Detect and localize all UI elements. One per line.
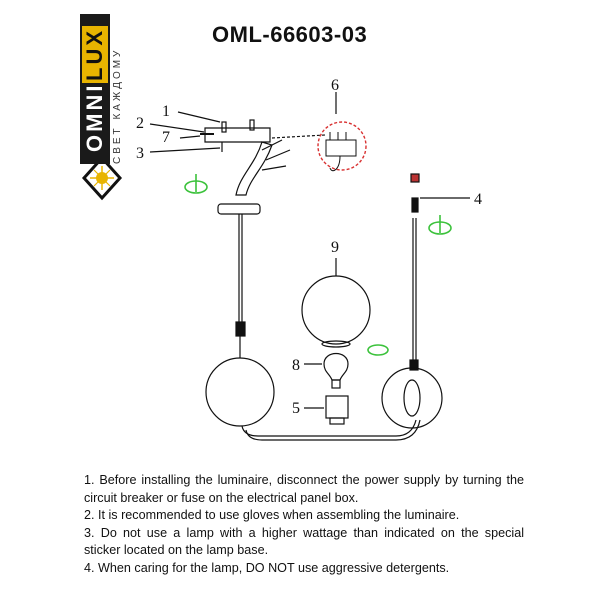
rotate-arrow-icon: [428, 215, 452, 235]
lamp-socket: [325, 395, 349, 419]
instruction-item: 2. It is recommended to use gloves when …: [84, 508, 460, 523]
glass-sphere: [301, 275, 371, 345]
model-number: OML-66603-03: [212, 22, 368, 47]
rotate-arrow-icon: [184, 174, 208, 194]
instruction-item: 1. Before installing the luminaire, disc…: [84, 473, 524, 505]
callout-8: 8: [292, 357, 300, 374]
callout-9: 9: [331, 239, 339, 256]
callout-3: 3: [136, 145, 144, 162]
callout-6: 6: [331, 77, 339, 94]
brand-logo: [70, 8, 140, 208]
rotate-arrow-icon: [367, 344, 389, 356]
left-glass-shade: [205, 357, 275, 427]
instruction-item: 4. When caring for the lamp, DO NOT use …: [84, 560, 450, 575]
instruction-item: 3. Do not use a lamp with a higher watta…: [84, 525, 524, 558]
callout-7: 7: [162, 129, 170, 146]
callout-4: 4: [474, 191, 482, 208]
screw-part: [221, 121, 227, 133]
callout-5: 5: [292, 400, 300, 417]
screw-part: [249, 119, 255, 131]
detail-6-circle: [317, 121, 367, 171]
right-glass-shade: [381, 367, 443, 429]
light-bulb: [323, 352, 349, 381]
assembly-diagram: 1 2 7 3 6 4 9 8 5: [136, 77, 482, 441]
connecting-arm: [241, 419, 417, 437]
callout-1: 1: [162, 103, 170, 120]
holder-arm: [235, 141, 273, 196]
ceiling-canopy: [217, 203, 261, 215]
sun-diamond-icon: [81, 155, 123, 201]
mounting-bracket: [204, 127, 271, 143]
instructions-list: 1. Before installing the luminaire, disc…: [84, 472, 524, 578]
callout-2: 2: [136, 115, 144, 132]
